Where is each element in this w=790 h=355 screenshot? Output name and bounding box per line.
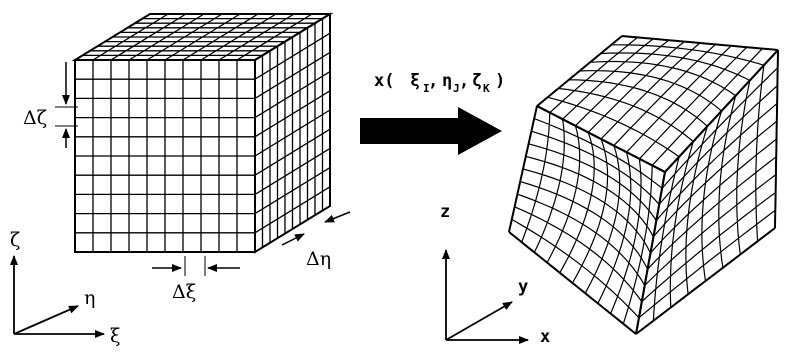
- svg-text:η: η: [442, 71, 452, 91]
- phys-right-v-line: [664, 49, 779, 173]
- svg-text:I: I: [423, 82, 430, 95]
- grid-line: [236, 13, 313, 61]
- cube-top-grid: [82, 13, 323, 61]
- phys-top-v-line: [558, 87, 694, 142]
- mapping-arrow: [360, 107, 502, 155]
- delta-xi-marker: [152, 256, 240, 276]
- phys-front-v-line: [528, 143, 657, 221]
- delta-eta-label: Δη: [306, 248, 331, 270]
- svg-text:ξ: ξ: [410, 71, 420, 91]
- svg-text:,: ,: [459, 71, 469, 91]
- svg-text:K: K: [483, 82, 490, 95]
- computational-axes: [10, 255, 105, 338]
- delta-eta-marker: [281, 211, 351, 246]
- grid-line: [254, 147, 331, 195]
- phys-top-v-line: [611, 44, 765, 66]
- axis-eta-label: η: [84, 287, 95, 309]
- phys-top-v-line: [536, 105, 666, 173]
- phys-top-v-line: [600, 52, 751, 82]
- phys-front-v-line: [511, 218, 640, 319]
- phys-right-v-line: [661, 67, 779, 189]
- phys-front-v-line: [533, 118, 663, 189]
- physical-grid-right-face: [635, 49, 779, 335]
- grid-line: [254, 186, 331, 234]
- svg-text:): ): [495, 71, 505, 91]
- axis-y-label: y: [518, 277, 528, 297]
- phys-right-v-line: [638, 209, 776, 319]
- axis-x-label: x: [540, 327, 550, 347]
- phys-top-v-line: [568, 79, 708, 127]
- svg-text:ζ: ζ: [472, 71, 482, 91]
- cube-right-face: [254, 12, 331, 254]
- phys-right-v-line: [655, 102, 778, 221]
- phys-top-v-line: [579, 70, 722, 112]
- phys-right-v-line: [652, 120, 778, 238]
- phys-right-v-line: [647, 156, 777, 270]
- axis-zeta-label: ζ: [10, 229, 20, 251]
- delta-zeta-label: Δζ: [23, 107, 47, 129]
- phys-top-v-line: [590, 60, 736, 97]
- computational-cube: [71, 12, 334, 254]
- axis-xi-label: ξ: [110, 325, 120, 347]
- phys-front-v-line: [531, 130, 660, 205]
- grid-line: [254, 109, 331, 157]
- phys-right-v-line: [658, 85, 778, 205]
- svg-text:x(: x(: [374, 71, 394, 91]
- phys-top-u-line: [562, 38, 654, 120]
- phys-right-v-line: [635, 227, 776, 335]
- grid-line: [200, 13, 277, 61]
- phys-top-v-line: [547, 96, 680, 158]
- grid-line: [254, 128, 331, 176]
- phys-front-v-line: [508, 231, 637, 335]
- phys-front-u-line: [533, 119, 565, 253]
- mapping-label: x( ξ I , η J , ζ K ): [374, 71, 505, 95]
- phys-right-u-line: [755, 65, 765, 242]
- phys-right-v-line: [650, 138, 777, 254]
- phys-right-v-line: [644, 174, 777, 286]
- svg-text:J: J: [453, 82, 460, 95]
- cube-front-grid: [75, 60, 255, 252]
- phys-front-v-line: [520, 181, 649, 270]
- physical-axes: [442, 249, 529, 344]
- phys-top-u-line: [651, 48, 763, 166]
- phys-front-v-line: [522, 168, 652, 254]
- grid-line: [254, 167, 331, 215]
- physical-grid: [508, 35, 779, 335]
- phys-right-v-line: [641, 191, 776, 303]
- phys-right-u-line: [652, 156, 680, 321]
- axis-z-label: z: [440, 202, 450, 222]
- svg-text:,: ,: [428, 71, 438, 91]
- grid-line: [182, 13, 259, 61]
- cube-right-grid: [254, 18, 331, 248]
- delta-xi-label: Δξ: [172, 281, 196, 303]
- grid-line: [218, 13, 295, 61]
- phys-front-v-line: [525, 155, 654, 238]
- phys-front-v-line: [517, 193, 646, 286]
- delta-zeta-marker: [55, 62, 78, 148]
- phys-top-v-line: [621, 35, 779, 51]
- phys-front-v-line: [514, 206, 643, 302]
